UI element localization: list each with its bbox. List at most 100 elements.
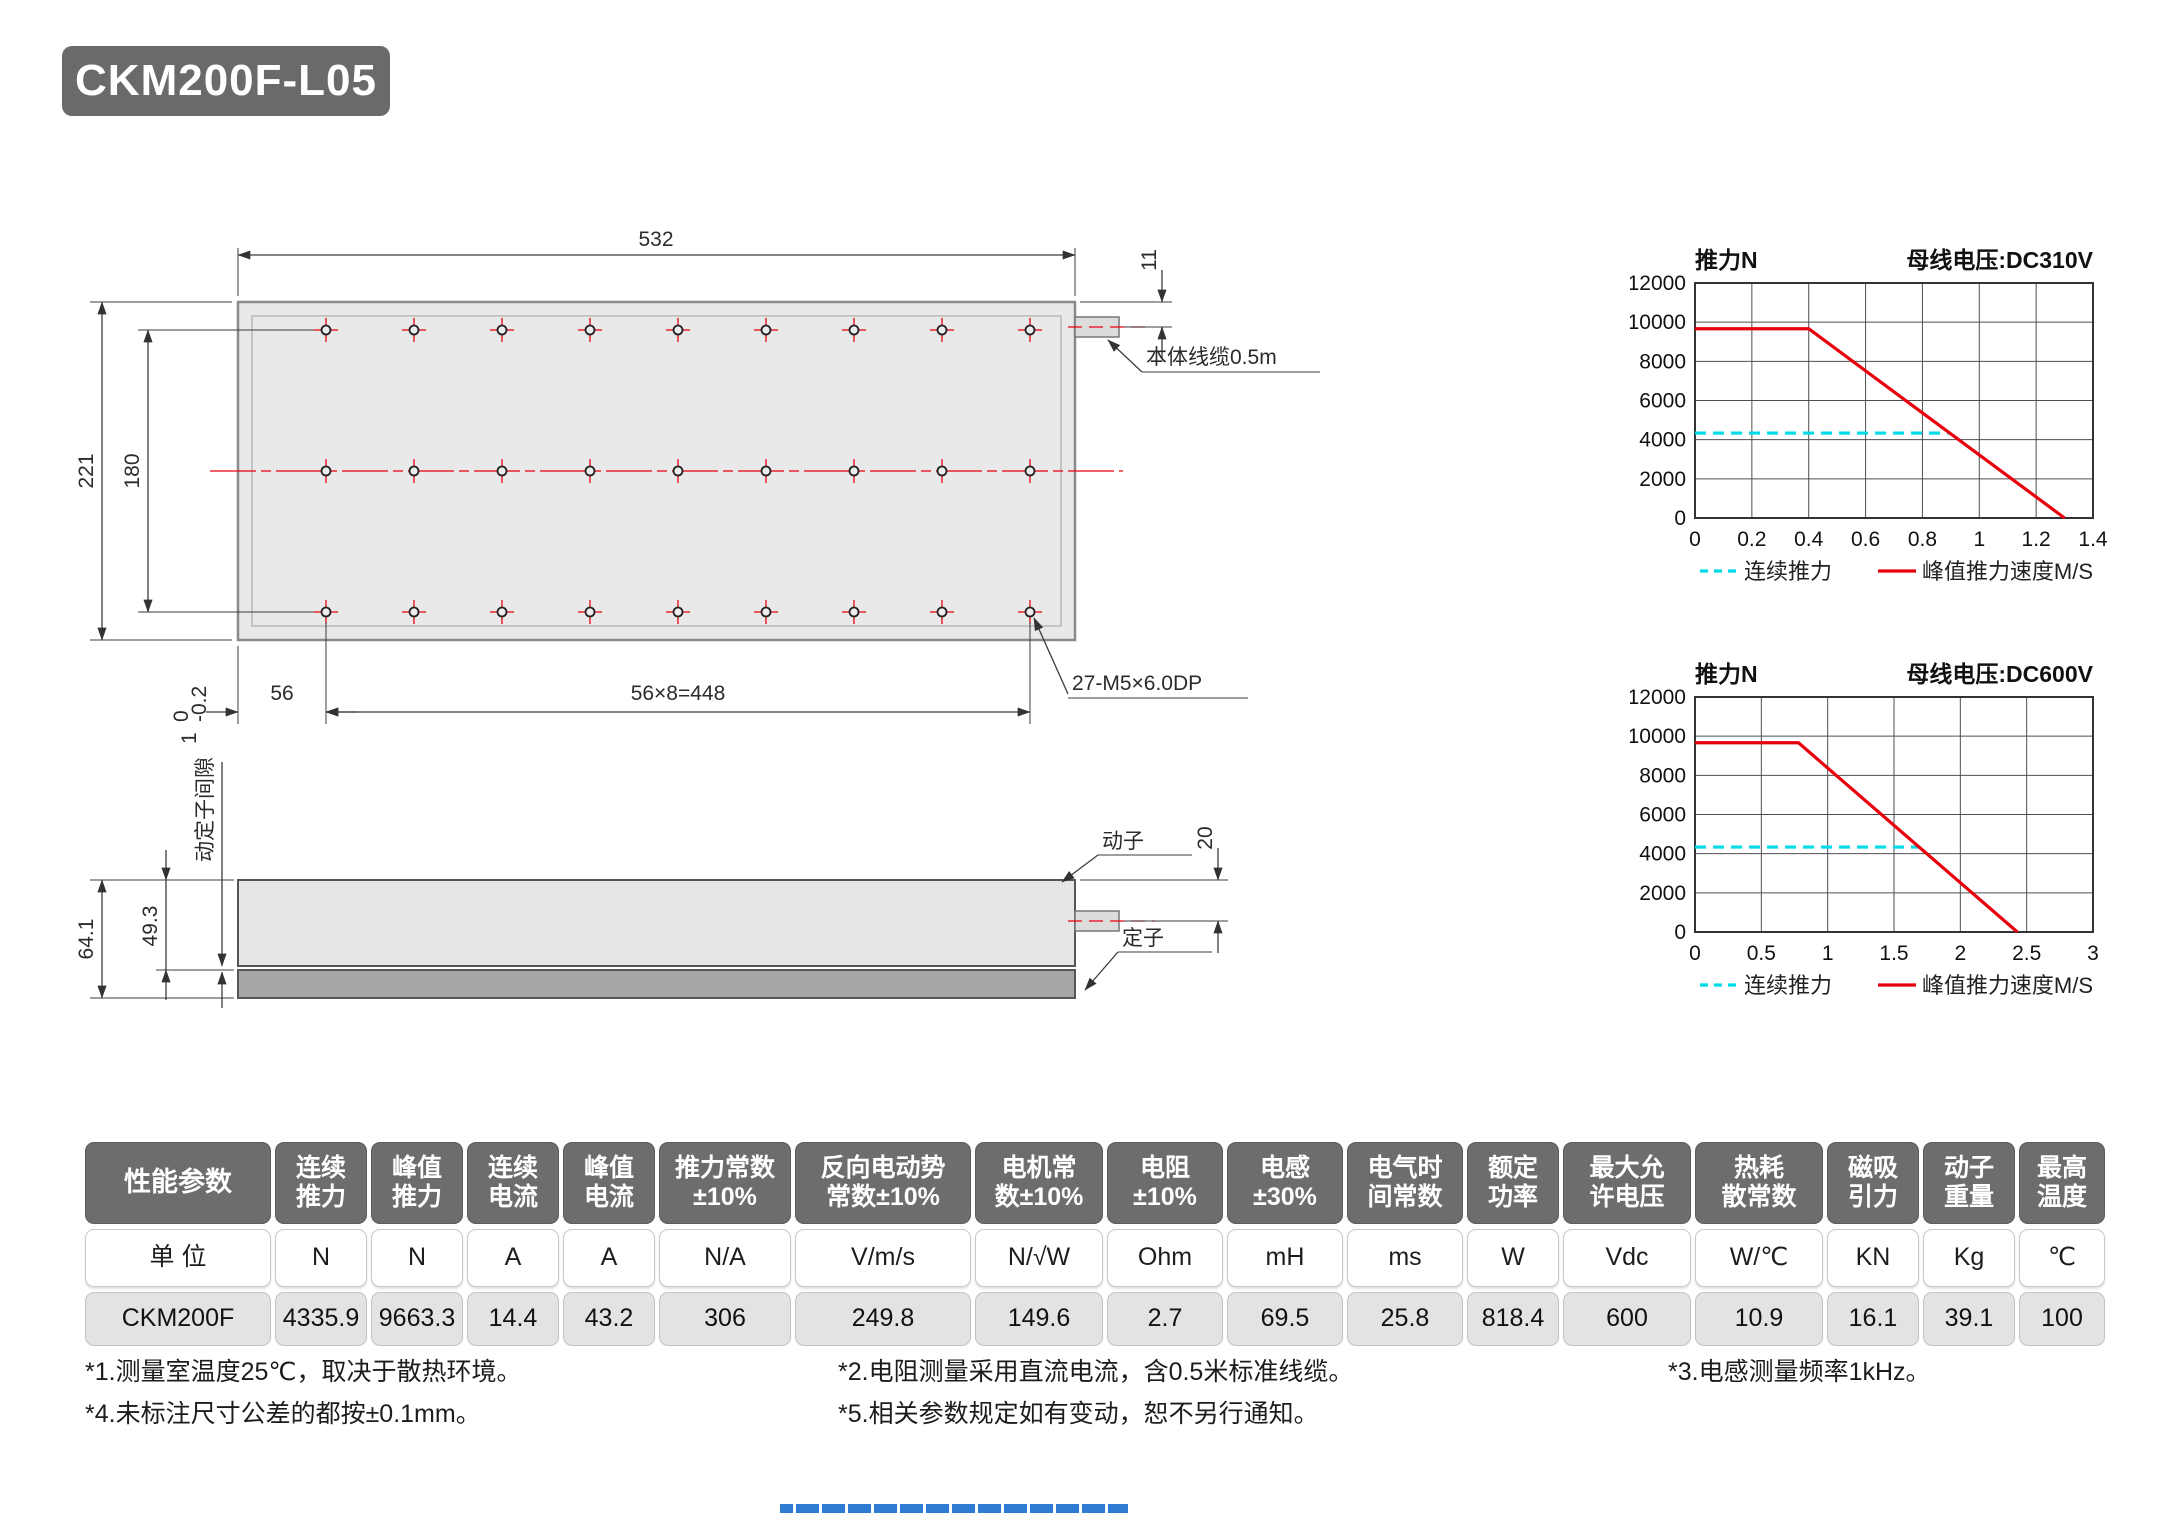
mounting-hole	[936, 324, 948, 336]
svg-text:0.8: 0.8	[1908, 528, 1937, 551]
dim-inner-height: 180	[121, 453, 144, 488]
svg-text:4000: 4000	[1639, 843, 1686, 866]
mounting-hole	[1024, 465, 1036, 477]
cable-length-label: 本体线缆0.5m	[1146, 346, 1277, 369]
table-value-cell: 818.4	[1467, 1292, 1559, 1346]
table-unit-cell: Vdc	[1563, 1229, 1691, 1287]
table-header-cell: 峰值 推力	[371, 1142, 463, 1224]
mounting-hole	[408, 465, 420, 477]
svg-text:-0.2: -0.2	[188, 686, 211, 722]
table-value-cell: 25.8	[1347, 1292, 1463, 1346]
mounting-hole	[760, 465, 772, 477]
table-value-cell: 39.1	[1923, 1292, 2015, 1346]
dim-first-hole: 56	[270, 682, 293, 705]
mounting-hole	[936, 465, 948, 477]
mounting-hole	[1024, 606, 1036, 618]
table-unit-cell: N/A	[659, 1229, 791, 1287]
svg-text:1.5: 1.5	[1879, 942, 1908, 965]
table-header-cell: 磁吸 引力	[1827, 1142, 1919, 1224]
svg-text:峰值推力: 峰值推力	[1922, 973, 2010, 998]
mounting-hole	[496, 324, 508, 336]
svg-text:12000: 12000	[1630, 686, 1686, 709]
table-header-cell: 峰值 电流	[563, 1142, 655, 1224]
svg-text:12000: 12000	[1630, 272, 1686, 295]
table-value-cell: 16.1	[1827, 1292, 1919, 1346]
table-unit-cell: N/√W	[975, 1229, 1103, 1287]
table-unit-cell: A	[467, 1229, 559, 1287]
top-view: 532 221 180 11 本体线缆0.5m	[75, 228, 1320, 724]
mounting-hole	[584, 606, 596, 618]
svg-text:4000: 4000	[1639, 429, 1686, 452]
svg-text:速度M/S: 速度M/S	[2010, 559, 2093, 584]
mounting-hole	[672, 606, 684, 618]
table-unit-cell: W/℃	[1695, 1229, 1823, 1287]
note-4: *4.未标注尺寸公差的都按±0.1mm。	[85, 1400, 481, 1428]
note-2: *2.电阻测量采用直流电流，含0.5米标准线缆。	[838, 1358, 1354, 1386]
mounting-hole	[848, 465, 860, 477]
table-header-cell: 电气时 间常数	[1347, 1142, 1463, 1224]
svg-text:0: 0	[1689, 528, 1701, 551]
table-unit-cell: W	[1467, 1229, 1559, 1287]
table-value-cell: 600	[1563, 1292, 1691, 1346]
svg-text:10000: 10000	[1630, 311, 1686, 334]
mounting-hole	[320, 324, 332, 336]
table-unit-cell: Ohm	[1107, 1229, 1223, 1287]
svg-text:动定子间隙: 动定子间隙	[194, 757, 217, 862]
table-unit-cell: ms	[1347, 1229, 1463, 1287]
mounting-hole	[408, 324, 420, 336]
mounting-hole	[584, 324, 596, 336]
dim-mover-height: 49.3	[139, 906, 162, 947]
svg-text:0: 0	[170, 710, 193, 722]
mounting-holes	[314, 318, 1042, 624]
svg-text:0.4: 0.4	[1794, 528, 1824, 551]
table-unit-cell: KN	[1827, 1229, 1919, 1287]
svg-text:2: 2	[1954, 942, 1966, 965]
svg-text:推力N: 推力N	[1695, 247, 1758, 273]
table-header-cell: 性能参数	[85, 1142, 271, 1224]
dim-cable-height: 20	[1194, 826, 1217, 849]
mover-label: 动子	[1102, 830, 1144, 853]
mounting-hole	[848, 606, 860, 618]
holes-spec-label: 27-M5×6.0DP	[1072, 672, 1202, 695]
svg-text:8000: 8000	[1639, 764, 1686, 787]
table-unit-cell: A	[563, 1229, 655, 1287]
svg-text:0: 0	[1689, 942, 1701, 965]
series-peak-thrust	[1695, 327, 2066, 520]
table-unit-cell: 单 位	[85, 1229, 271, 1287]
table-header-cell: 最大允 许电压	[1563, 1142, 1691, 1224]
note-1: *1.测量室温度25℃，取决于散热环境。	[85, 1358, 522, 1386]
svg-text:2000: 2000	[1639, 882, 1686, 905]
table-unit-cell: V/m/s	[795, 1229, 971, 1287]
table-value-cell: 149.6	[975, 1292, 1103, 1346]
mounting-hole	[936, 606, 948, 618]
table-value-cell: 10.9	[1695, 1292, 1823, 1346]
table-value-cell: 2.7	[1107, 1292, 1223, 1346]
svg-text:8000: 8000	[1639, 350, 1686, 373]
table-value-cell: 249.8	[795, 1292, 971, 1346]
gap-dimension-label: 动定子间隙 1 0 -0.2	[170, 686, 217, 862]
dim-cable-offset: 11	[1138, 249, 1161, 271]
dim-hole-pitch: 56×8=448	[631, 682, 726, 705]
svg-text:1: 1	[1973, 528, 1985, 551]
stator-label: 定子	[1122, 927, 1164, 950]
mounting-hole	[408, 606, 420, 618]
svg-text:连续推力: 连续推力	[1744, 973, 1832, 998]
svg-text:6000: 6000	[1639, 804, 1686, 827]
table-value-cell: 9663.3	[371, 1292, 463, 1346]
svg-text:0: 0	[1674, 921, 1686, 944]
mounting-hole	[320, 465, 332, 477]
table-value-cell: 100	[2019, 1292, 2105, 1346]
stator-section	[237, 969, 1076, 999]
table-header-cell: 最高 温度	[2019, 1142, 2105, 1224]
svg-text:3: 3	[2087, 942, 2099, 965]
table-value-cell: 14.4	[467, 1292, 559, 1346]
mounting-hole	[848, 324, 860, 336]
table-header-cell: 反向电动势 常数±10%	[795, 1142, 971, 1224]
svg-text:峰值推力: 峰值推力	[1922, 559, 2010, 584]
svg-text:1.2: 1.2	[2022, 528, 2051, 551]
table-value-cell: CKM200F	[85, 1292, 271, 1346]
svg-text:1: 1	[178, 732, 201, 744]
side-view: 64.1 49.3 动定子间隙 1 0 -0.2 动子 定子	[75, 686, 1228, 1008]
